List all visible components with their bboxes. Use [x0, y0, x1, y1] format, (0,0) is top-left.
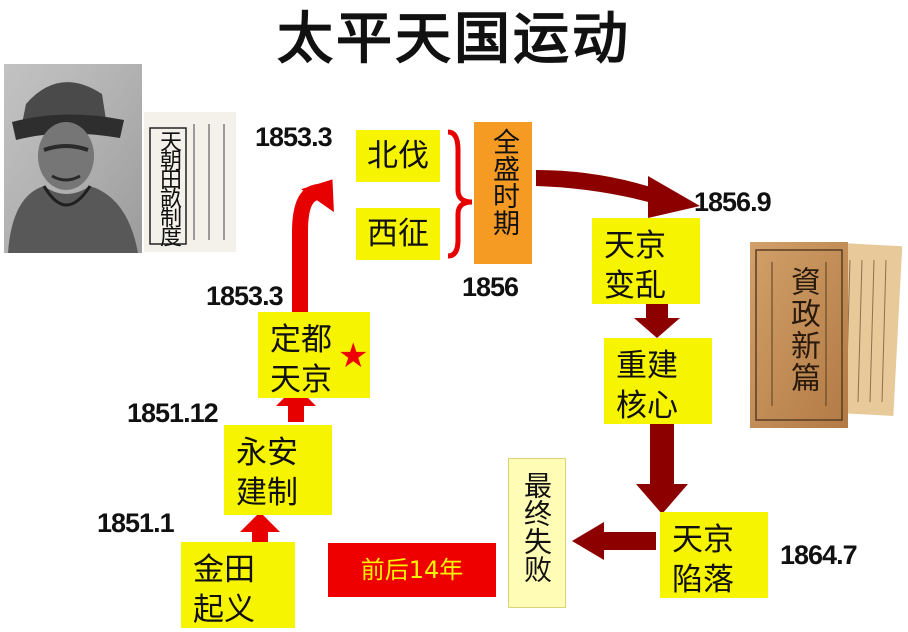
event-jintian-uprising: 金田 起义: [181, 542, 295, 628]
event-final-defeat: 最终失败: [508, 458, 566, 608]
arrow-dingdu-to-expedition: [292, 179, 334, 312]
event-yongan-establishment: 永安 建制: [224, 425, 332, 515]
red-star-icon: ★: [338, 336, 369, 376]
event-northern-expedition: 北伐: [356, 130, 440, 182]
date-bianluan: 1856.9: [694, 187, 772, 217]
date-yongan: 1851.12: [127, 398, 219, 428]
date-jintian: 1851.1: [97, 508, 175, 538]
event-capital-tianjing: 定都 天京: [258, 312, 370, 398]
arrow-xianluo-to-shibai: [572, 522, 656, 560]
arrow-jintian-to-yongan: [240, 512, 280, 544]
event-tianjing-fall: 天京 陷落: [660, 512, 768, 598]
statue-photo-graphic: [4, 64, 236, 253]
event-peak-period: 全盛时期: [474, 122, 532, 264]
date-expedition: 1853.3: [255, 122, 333, 152]
event-western-expedition: 西征: [356, 208, 440, 260]
event-tianjing-incident: 天京 变乱: [592, 218, 700, 304]
date-xianluo: 1864.7: [780, 540, 858, 570]
statue-and-book-photo: 天朝田畝制度: [4, 64, 236, 253]
old-book-photo: 資政新篇: [742, 226, 902, 431]
expedition-bracket: [447, 129, 473, 259]
event-rebuild-leadership: 重建 核心: [604, 338, 712, 424]
duration-banner: 前后14年: [328, 543, 496, 597]
arrow-chongjian-to-xianluo: [636, 424, 688, 514]
arrow-quansheng-to-bianluan: [536, 170, 700, 218]
book-title-left: 天朝田畝制度: [156, 130, 181, 244]
book-title-right: 資政新篇: [785, 266, 820, 394]
page-title: 太平天国运动: [277, 7, 631, 72]
date-dingdu: 1853.3: [206, 281, 284, 311]
date-quansheng: 1856: [462, 272, 519, 302]
